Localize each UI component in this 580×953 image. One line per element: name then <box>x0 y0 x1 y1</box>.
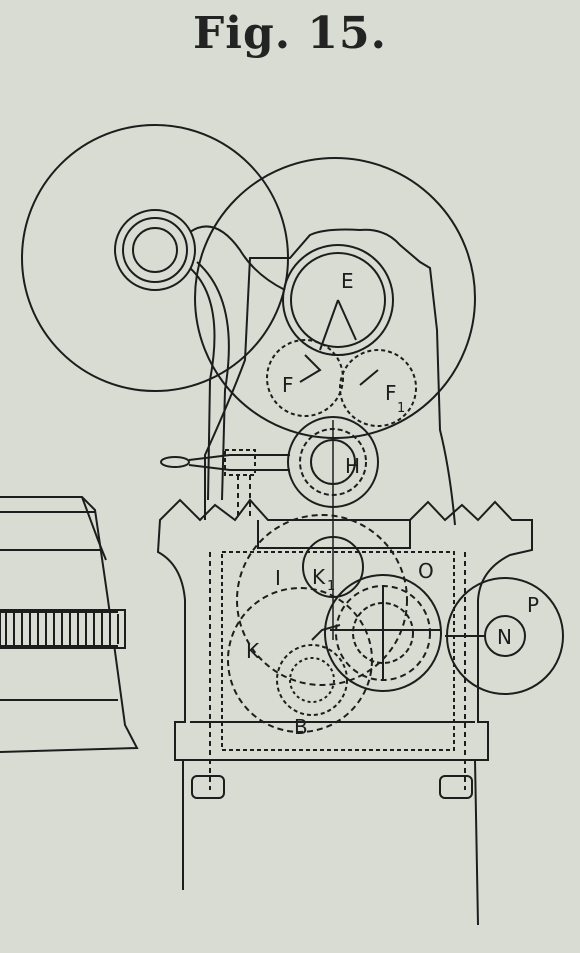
frame-dashes <box>209 552 466 790</box>
gear-f1 <box>339 349 417 427</box>
gear-o <box>324 574 442 692</box>
gear-f <box>266 339 344 417</box>
label-b: B <box>294 715 308 739</box>
left-reel <box>21 124 289 501</box>
gear-e <box>282 244 394 356</box>
label-i: I <box>275 566 281 590</box>
label-o: O <box>418 559 434 583</box>
right-reel <box>194 157 476 439</box>
upper-frame <box>204 228 456 526</box>
figure-title: Fig. 15. <box>193 8 387 59</box>
left-foot <box>191 775 225 799</box>
label-f1: F <box>385 381 397 405</box>
left-hopper <box>0 496 139 753</box>
main-housing <box>156 498 533 761</box>
label-p: P <box>527 593 539 617</box>
label-f: F <box>282 373 294 397</box>
gear-f-spokes <box>299 354 379 386</box>
gear-k <box>227 587 373 733</box>
gear-b <box>276 624 348 716</box>
label-k1: K <box>312 565 326 589</box>
label-k: K <box>246 639 260 663</box>
housing-top-plate <box>257 520 411 549</box>
label-h: H <box>345 454 360 478</box>
right-foot <box>439 775 473 799</box>
stand-legs <box>182 759 479 926</box>
housing-base <box>175 721 488 761</box>
pulley-p <box>445 577 564 695</box>
label-f1-sub: 1 <box>397 401 405 416</box>
gear-i <box>236 514 408 686</box>
inner-frame <box>221 551 455 751</box>
label-n: N <box>497 625 512 649</box>
lever-handle <box>160 449 290 520</box>
label-e: E <box>341 269 354 293</box>
coil-spring <box>0 609 126 649</box>
label-k1-sub: 1 <box>327 579 335 594</box>
